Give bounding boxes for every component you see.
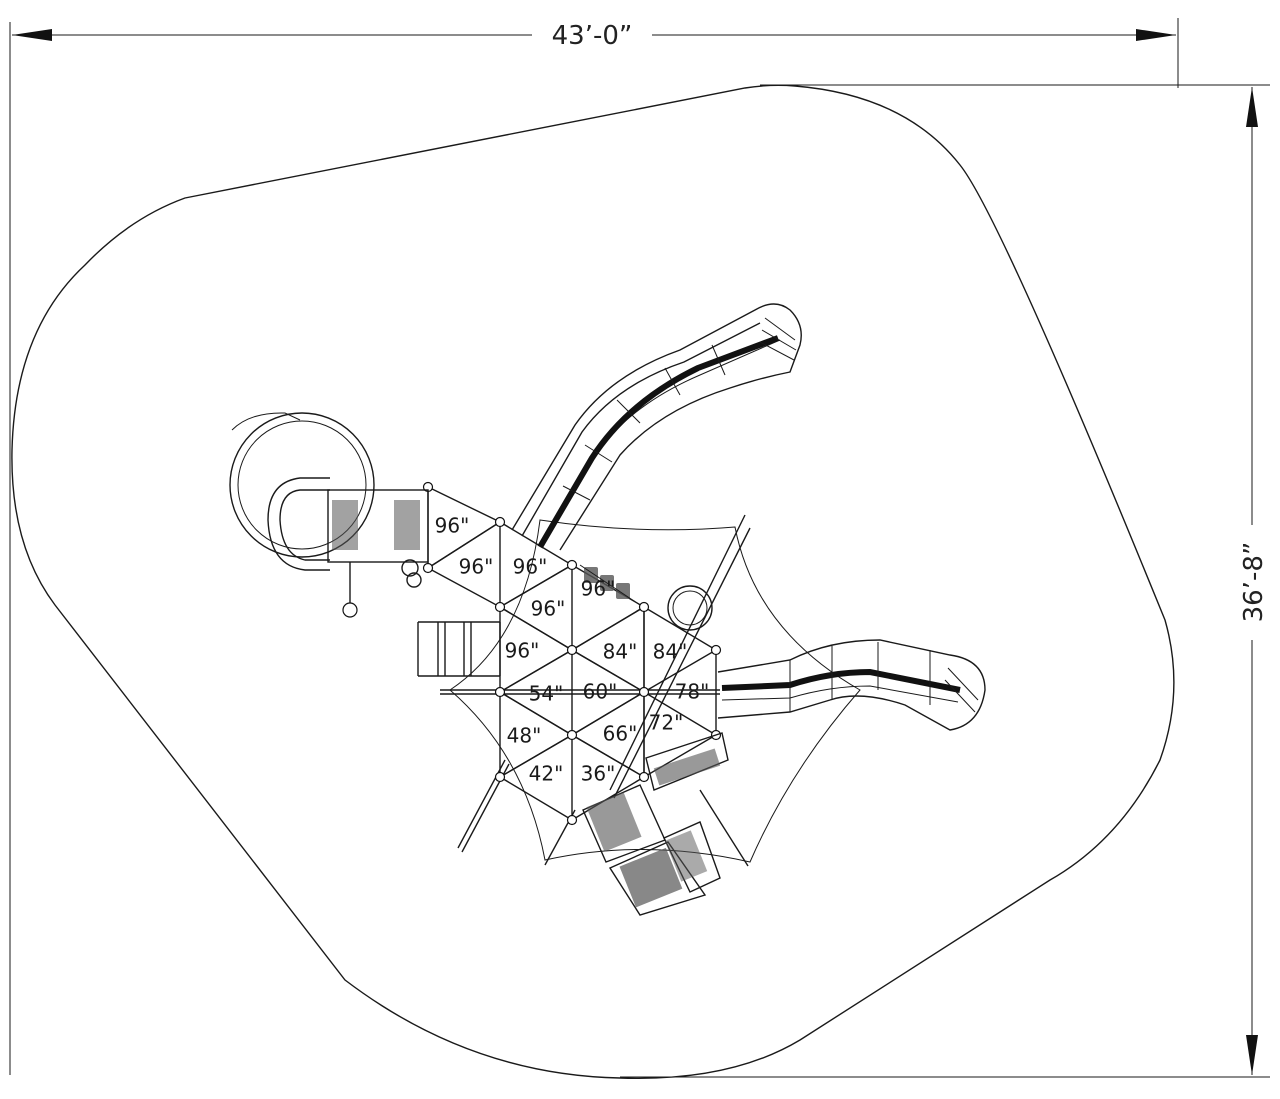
deck-height-label: 78"	[675, 680, 710, 704]
deck-height-label: 96"	[513, 555, 548, 579]
deck-lattice	[427, 486, 718, 822]
deck-height-label: 66"	[603, 722, 638, 746]
width-dimension: 43’-0”	[9, 18, 1179, 1075]
deck-posts	[422, 481, 722, 826]
arrow-up-icon	[1246, 87, 1258, 127]
arrow-right-icon	[1136, 29, 1176, 41]
right-wave-slide	[717, 639, 986, 731]
climbing-grips	[579, 564, 641, 606]
deck-height-label: 60"	[583, 680, 618, 704]
deck-height-label: 96"	[459, 555, 494, 579]
spiral-entry-grate	[332, 500, 420, 550]
deck-height-label: 72"	[649, 711, 684, 735]
deck-height-label: 48"	[507, 724, 542, 748]
depth-dimension-label: 36’-8”	[1239, 542, 1269, 623]
deck-height-label: 84"	[653, 640, 688, 664]
width-dimension-label: 43’-0”	[552, 21, 633, 51]
climbing-ladder	[417, 621, 501, 677]
shade-sail	[449, 519, 861, 863]
deck-height-label: 36"	[581, 762, 616, 786]
use-zone-boundary	[11, 84, 1175, 1080]
deck-height-label: 96"	[505, 639, 540, 663]
mesh-panels	[582, 732, 729, 916]
ring-climber	[667, 585, 713, 631]
deck-height-label: 54"	[529, 682, 564, 706]
deck-height-label: 42"	[529, 762, 564, 786]
arrow-down-icon	[1246, 1035, 1258, 1075]
deck-height-label: 96"	[435, 514, 470, 538]
deck-height-label: 96"	[581, 577, 616, 601]
deck-height-label: 84"	[603, 640, 638, 664]
deck-height-labels: 96" 96" 96" 96" 96" 96" 84" 84" 54" 60" …	[435, 514, 710, 786]
depth-dimension: 36’-8”	[620, 84, 1270, 1078]
upper-wave-slide	[511, 303, 802, 551]
deck-height-label: 96"	[531, 597, 566, 621]
arrow-left-icon	[12, 29, 52, 41]
spiral-slide	[229, 412, 429, 618]
